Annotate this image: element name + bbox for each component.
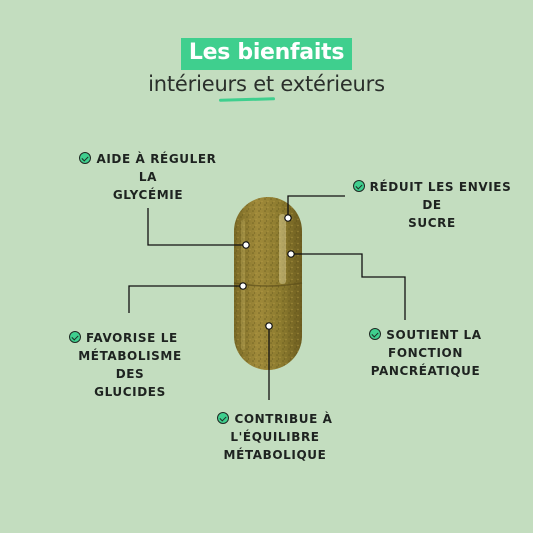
connector-lines	[128, 195, 406, 400]
benefit-regulate-glycemia: AIDE À RÉGULER LA GLYCÉMIE	[73, 150, 223, 204]
check-circle-icon	[369, 328, 382, 340]
check-circle-icon	[217, 412, 230, 424]
check-circle-icon	[69, 331, 81, 343]
benefit-metabolic-balance: CONTRIBUE À L'ÉQUILIBRE MÉTABOLIQUE	[180, 410, 370, 464]
page-subtitle: intérieurs et extérieurs	[148, 72, 385, 96]
page-title: Les bienfaits	[180, 38, 353, 70]
check-circle-icon	[79, 152, 92, 164]
title-block: Les bienfaits	[0, 38, 533, 70]
benefit-reduce-sugar-cravings: RÉDUIT LES ENVIES DE SUCRE	[352, 178, 512, 232]
benefit-carb-metabolism: FAVORISE LE MÉTABOLISME DES GLUCIDES	[66, 329, 194, 401]
check-circle-icon	[352, 180, 365, 192]
connector-dots	[239, 214, 295, 330]
benefit-pancreatic-function: SOUTIENT LA FONCTION PANCRÉATIQUE	[369, 328, 482, 378]
